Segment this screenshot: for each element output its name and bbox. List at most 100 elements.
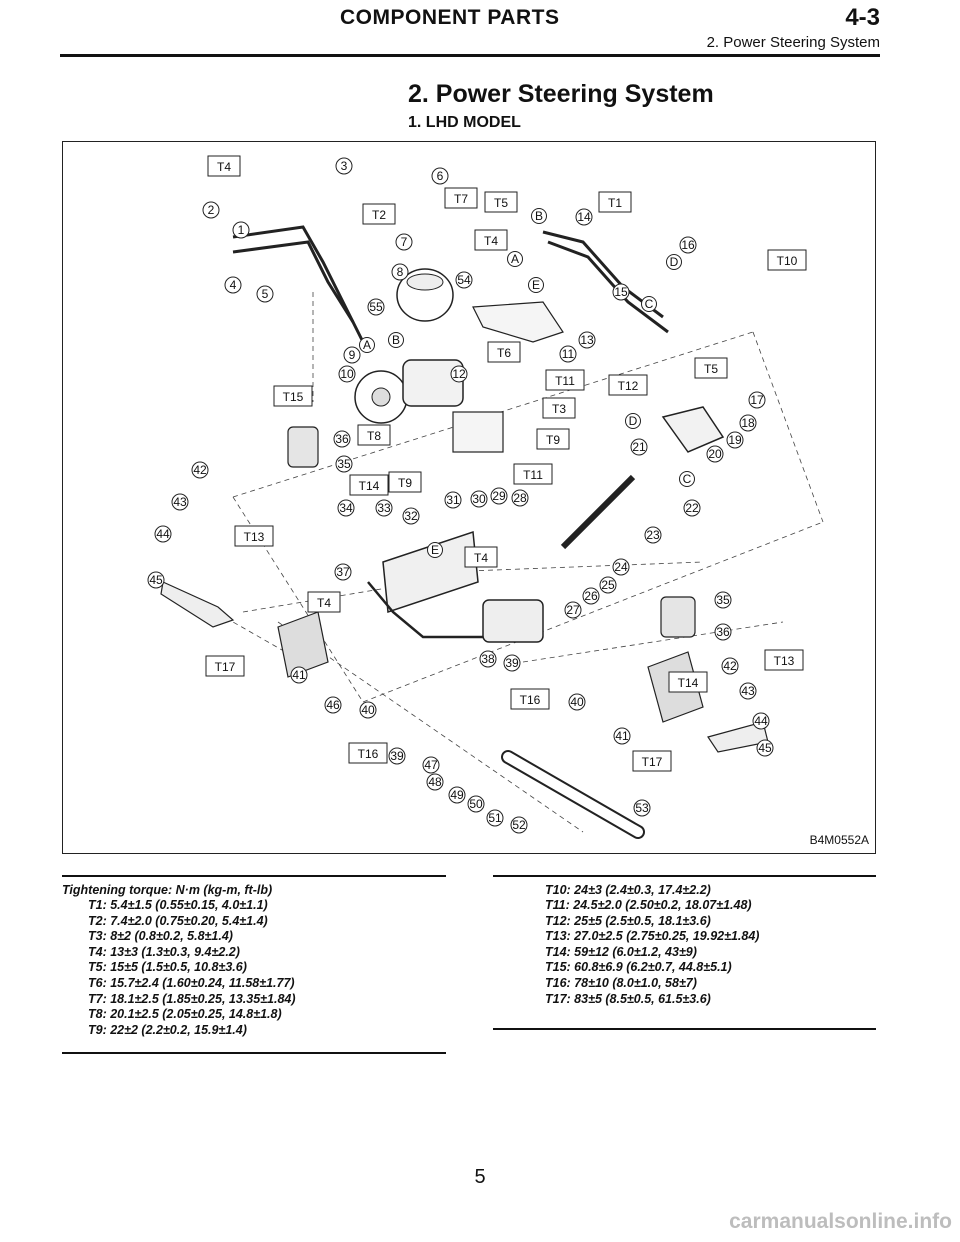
- part-number-bubble: [450, 365, 468, 383]
- torque-callout-box: [668, 671, 708, 693]
- letter-callout-label: E: [431, 543, 439, 557]
- assembly-guide-line: [277, 621, 584, 833]
- torque-callout-box: [767, 249, 807, 271]
- part-number-bubble: [721, 657, 739, 675]
- header-title: COMPONENT PARTS: [340, 6, 560, 29]
- torque-callout-box: [513, 463, 553, 485]
- oil-pump-body: [402, 359, 464, 407]
- torque-callout-label: T11: [523, 468, 543, 482]
- part-number-label: 25: [601, 578, 615, 592]
- part-number-label: 2: [208, 203, 215, 217]
- part-number-bubble: [224, 276, 242, 294]
- torque-spec: T3: 8±2 (0.8±0.2, 5.8±1.4): [88, 929, 233, 944]
- part-number-bubble: [582, 587, 600, 605]
- letter-callout-bubble: [427, 542, 443, 558]
- part-number-bubble: [568, 693, 586, 711]
- part-number-label: 4: [230, 278, 237, 292]
- torque-callout-box: [205, 655, 245, 677]
- torque-callout-box: [388, 471, 422, 493]
- part-number-bubble: [154, 525, 172, 543]
- torque-callout-label: T12: [618, 379, 639, 393]
- part-number-bubble: [290, 666, 308, 684]
- letter-callout-bubble: [507, 251, 523, 267]
- torque-callout-box: [510, 688, 550, 710]
- torque-callout-label: T1: [608, 196, 622, 210]
- part-number-label: 44: [754, 714, 768, 728]
- part-number-label: 15: [614, 285, 628, 299]
- part-number-bubble: [644, 526, 662, 544]
- letter-callout-bubble: [666, 254, 682, 270]
- torque-callout-label: T11: [555, 374, 575, 388]
- torque-callout-box: [273, 385, 313, 407]
- part-number-bubble: [612, 558, 630, 576]
- part-number-label: 44: [156, 527, 170, 541]
- part-number-label: 19: [728, 433, 742, 447]
- torque-callout-label: T7: [454, 192, 468, 206]
- part-number-label: 16: [681, 238, 695, 252]
- torque-spec: T4: 13±3 (1.3±0.3, 9.4±2.2): [88, 944, 240, 959]
- letter-callout-bubble: [388, 332, 404, 348]
- torque-callout-label: T10: [777, 254, 798, 268]
- assembly-guide-line: [362, 521, 824, 703]
- part-number-label: 50: [469, 797, 483, 811]
- part-number-label: 28: [513, 491, 527, 505]
- torque-callout-box: [694, 357, 728, 379]
- part-number-bubble: [599, 576, 617, 594]
- torque-callout-label: T5: [704, 362, 718, 376]
- part-number-label: 39: [505, 656, 519, 670]
- torque-callout-box: [444, 187, 478, 209]
- part-number-label: 43: [173, 495, 187, 509]
- section-number: 4-3: [845, 4, 880, 31]
- part-number-bubble: [202, 201, 220, 219]
- torque-callout-label: T17: [642, 755, 663, 769]
- torque-callout-label: T4: [317, 596, 331, 610]
- universal-joint: [661, 406, 725, 453]
- letter-callout-bubble: [641, 296, 657, 312]
- header-rule: [60, 54, 880, 57]
- torque-callout-label: T6: [497, 346, 511, 360]
- part-number-label: 33: [377, 501, 391, 515]
- page-number: 5: [474, 1166, 486, 1188]
- torque-callout-box: [764, 649, 804, 671]
- part-number-label: 52: [512, 818, 526, 832]
- part-number-bubble: [756, 739, 774, 757]
- part-number-bubble: [490, 487, 508, 505]
- part-number-label: 9: [349, 348, 356, 362]
- part-number-label: 13: [580, 333, 594, 347]
- part-number-label: 27: [566, 603, 580, 617]
- part-number-bubble: [391, 263, 409, 281]
- part-number-label: 36: [716, 625, 730, 639]
- return-hose: [232, 240, 355, 323]
- part-number-bubble: [448, 786, 466, 804]
- part-number-bubble: [367, 298, 385, 316]
- part-number-label: 41: [292, 668, 306, 682]
- part-number-bubble: [683, 499, 701, 517]
- part-number-label: 8: [397, 265, 404, 279]
- part-number-bubble: [578, 331, 596, 349]
- part-number-bubble: [739, 414, 757, 432]
- part-number-label: 39: [390, 749, 404, 763]
- part-number-bubble: [470, 490, 488, 508]
- part-number-label: 21: [632, 440, 646, 454]
- torque-callout-label: T2: [372, 208, 386, 222]
- part-number-bubble: [402, 507, 420, 525]
- part-number-label: 40: [361, 703, 375, 717]
- torque-callout-box: [464, 546, 498, 568]
- letter-callout-label: E: [532, 278, 540, 292]
- part-number-bubble: [431, 167, 449, 185]
- part-number-bubble: [467, 795, 485, 813]
- part-number-bubble: [748, 391, 766, 409]
- part-number-label: 42: [723, 659, 737, 673]
- torque-callout-label: T9: [398, 476, 412, 490]
- torque-spec: T13: 27.0±2.5 (2.75±0.25, 19.92±1.84): [545, 929, 760, 944]
- assembly-guide-line: [442, 561, 704, 573]
- letter-callout-label: D: [670, 255, 679, 269]
- torque-callout-box: [234, 525, 274, 547]
- part-number-bubble: [486, 809, 504, 827]
- part-number-label: 48: [428, 775, 442, 789]
- torque-callout-label: T17: [215, 660, 236, 674]
- part-number-bubble: [630, 438, 648, 456]
- letter-callout-label: A: [363, 338, 371, 352]
